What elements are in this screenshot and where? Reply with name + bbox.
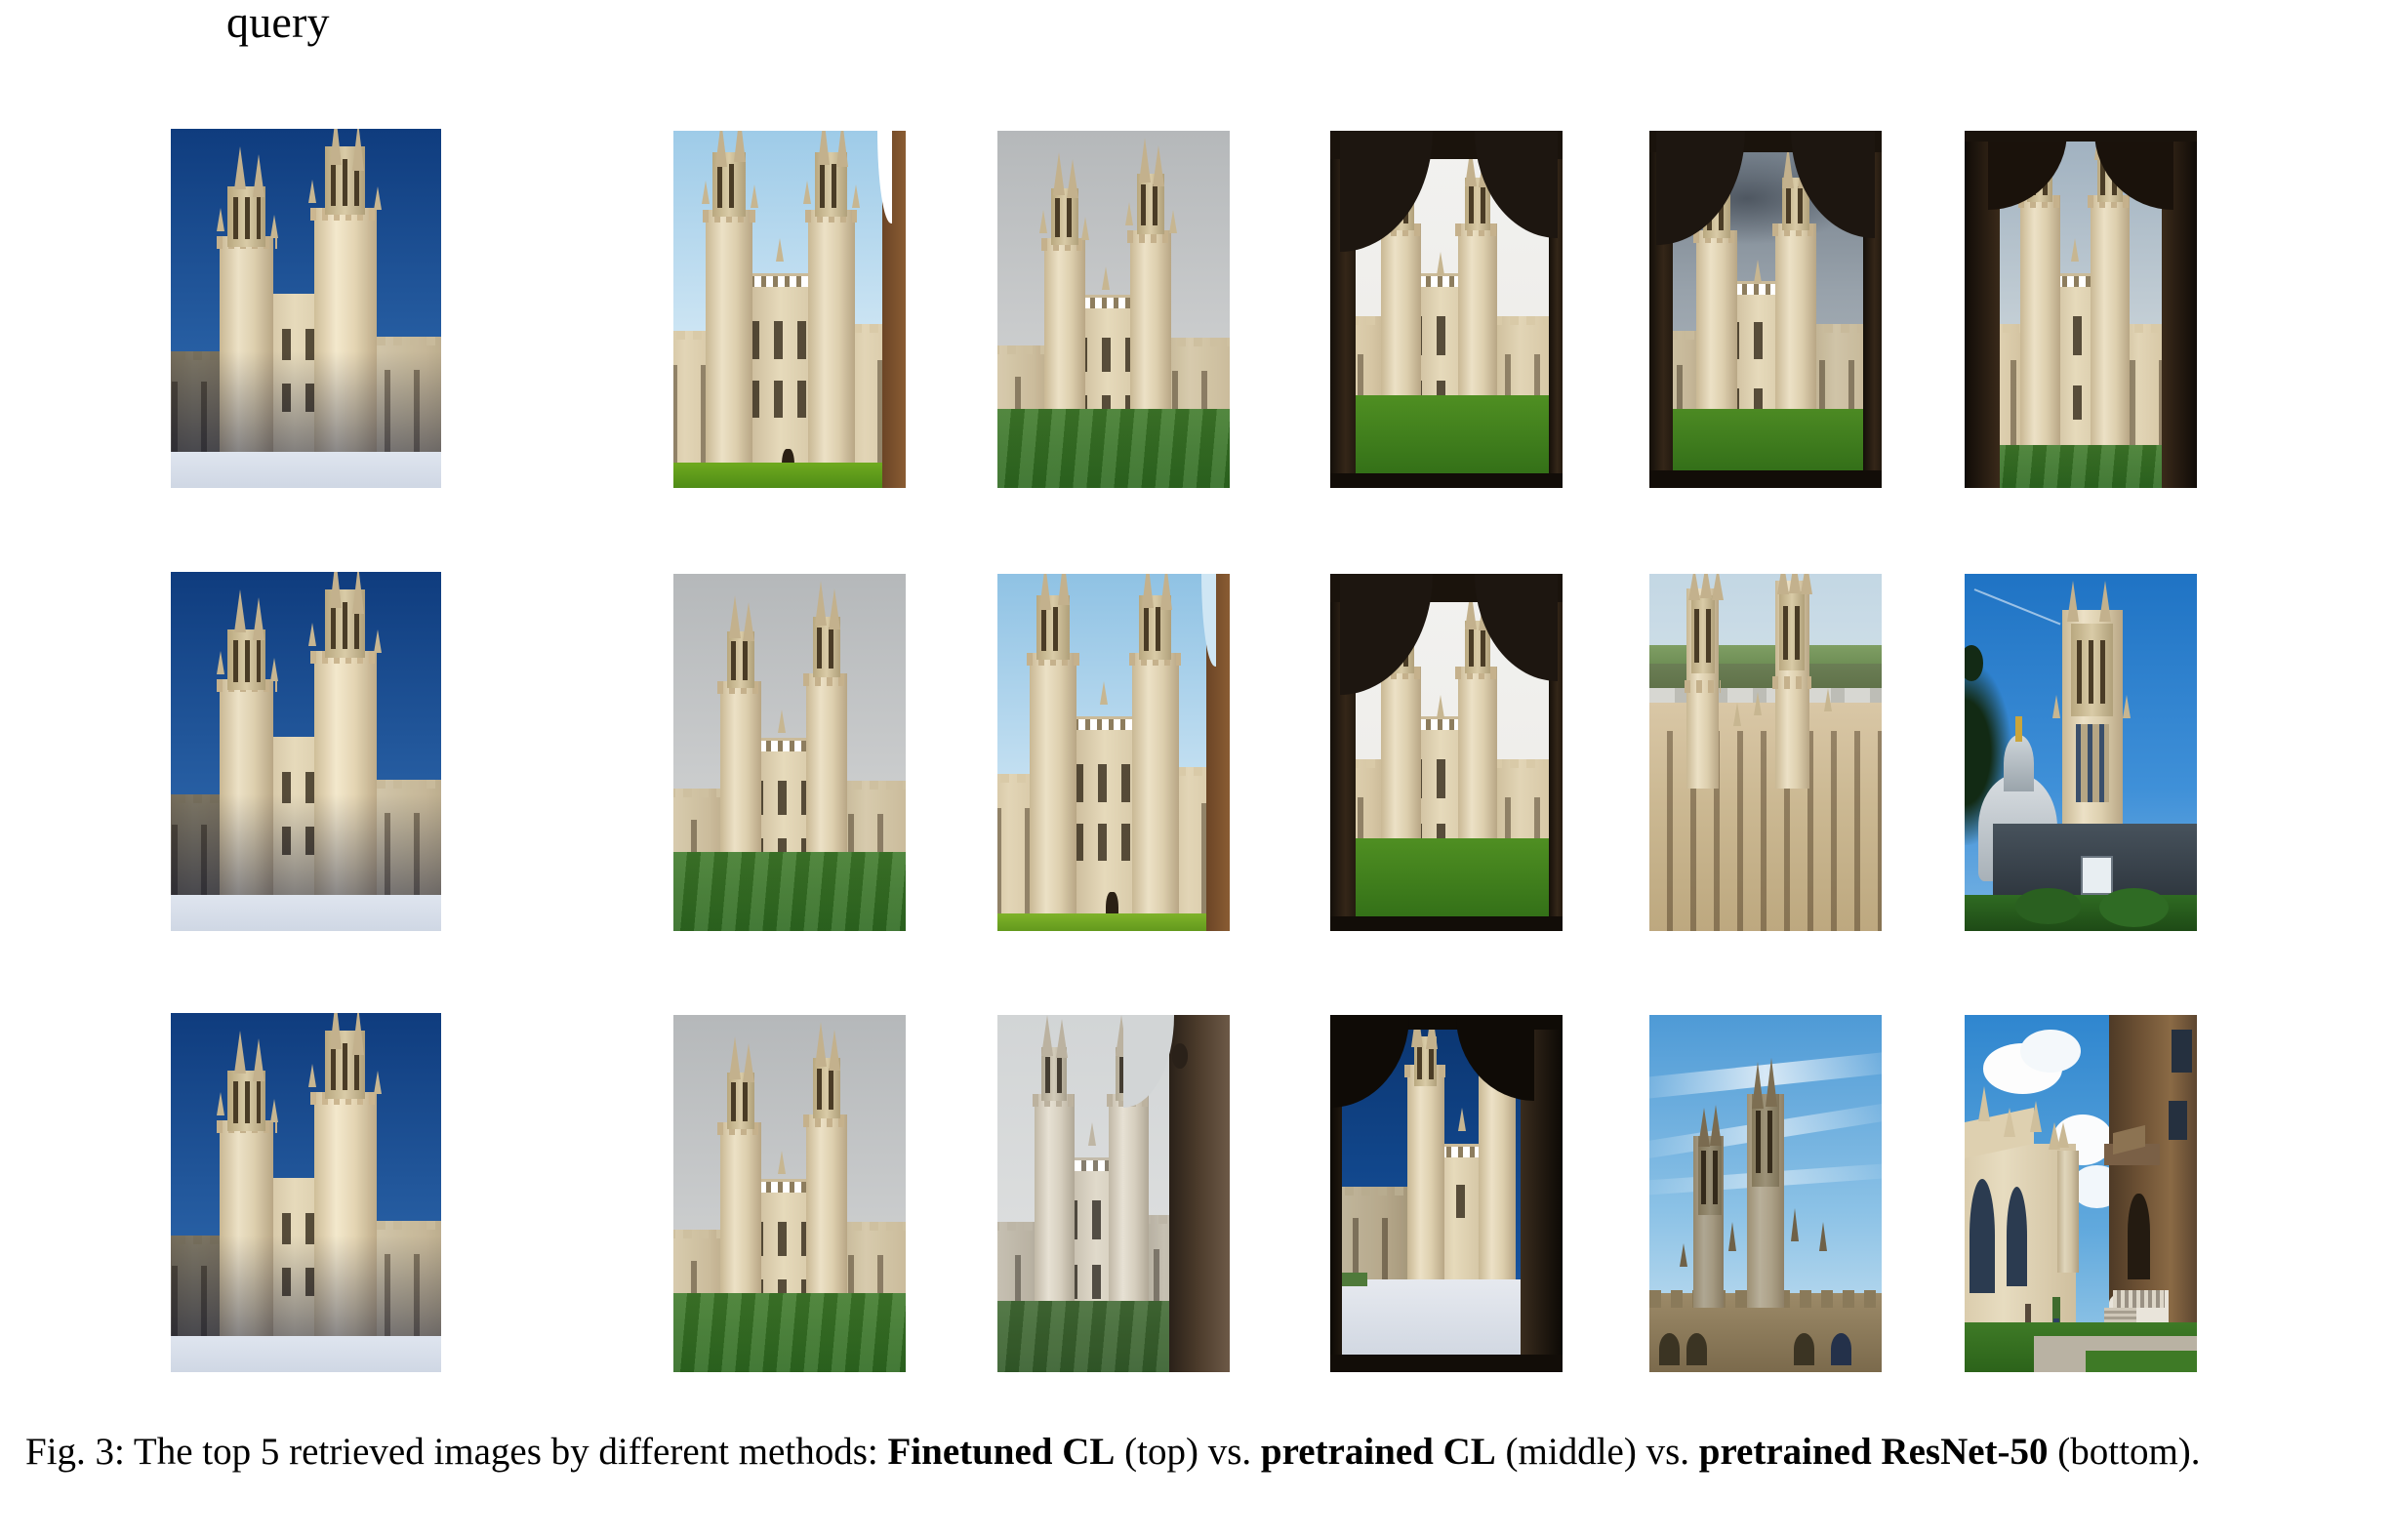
query-image-row2[interactable] [171,572,441,931]
result-image-r2c5[interactable] [1965,574,2197,931]
query-image-row1[interactable] [171,129,441,488]
caption-method-1: Finetuned CL [887,1431,1116,1473]
query-column-header: query [226,0,330,47]
photo-allsouls-bluesky-archedge [997,574,1230,931]
result-image-r3c2[interactable] [997,1015,1230,1372]
result-image-r2c4[interactable] [1649,574,1882,931]
caption-prefix: Fig. 3: The top 5 retrieved images by di… [25,1431,888,1473]
result-image-r3c3[interactable] [1330,1015,1563,1372]
photo-allsouls-through-arch-whitesky [1330,574,1563,931]
photo-spires-upward-blue-sky [1649,1015,1882,1372]
result-image-r3c5[interactable] [1965,1015,2197,1372]
caption-sep-1: (top) vs. [1115,1431,1261,1473]
photo-chapel-radcliffe-staircase [1965,1015,2197,1372]
query-photo-snow-blue-sky [171,129,441,488]
caption-suffix: (bottom). [2048,1431,2201,1473]
query-image-row3[interactable] [171,1013,441,1372]
photo-allsouls-overcast-lawn [673,1015,906,1372]
result-image-r2c2[interactable] [997,574,1230,931]
result-image-r1c5[interactable] [1965,131,2197,488]
caption-method-2: pretrained CL [1260,1431,1496,1473]
result-image-r3c4[interactable] [1649,1015,1882,1372]
figure-caption: Fig. 3: The top 5 retrieved images by di… [25,1425,2368,1479]
caption-sep-2: (middle) vs. [1495,1431,1699,1473]
photo-allsouls-overcast-lawn [673,574,906,931]
photo-allsouls-aerial-towers-hills [1649,574,1882,931]
query-photo-snow-blue-sky [171,572,441,931]
query-photo-snow-blue-sky [171,1013,441,1372]
caption-method-3: pretrained ResNet-50 [1698,1431,2049,1473]
photo-allsouls-through-arch-whitesky [1330,131,1563,488]
result-image-r1c1[interactable] [673,131,906,488]
photo-allsouls-bluesky-archedge [673,131,906,488]
result-image-r2c3[interactable] [1330,574,1563,931]
result-image-r3c1[interactable] [673,1015,906,1372]
result-image-r2c1[interactable] [673,574,906,931]
result-image-r1c4[interactable] [1649,131,1882,488]
result-image-r1c3[interactable] [1330,131,1563,488]
photo-allsouls-overcast-lawn [997,131,1230,488]
retrieval-grid [171,129,2197,1372]
photo-snow-quad-through-arch [1330,1015,1563,1372]
photo-allsouls-muted-pillar-right [997,1015,1230,1372]
photo-allsouls-dark-columns-frame [1965,131,2197,488]
photo-allsouls-arch-stormy [1649,131,1882,488]
result-image-r1c2[interactable] [997,131,1230,488]
photo-tower-dome-bluesky-tree [1965,574,2197,931]
